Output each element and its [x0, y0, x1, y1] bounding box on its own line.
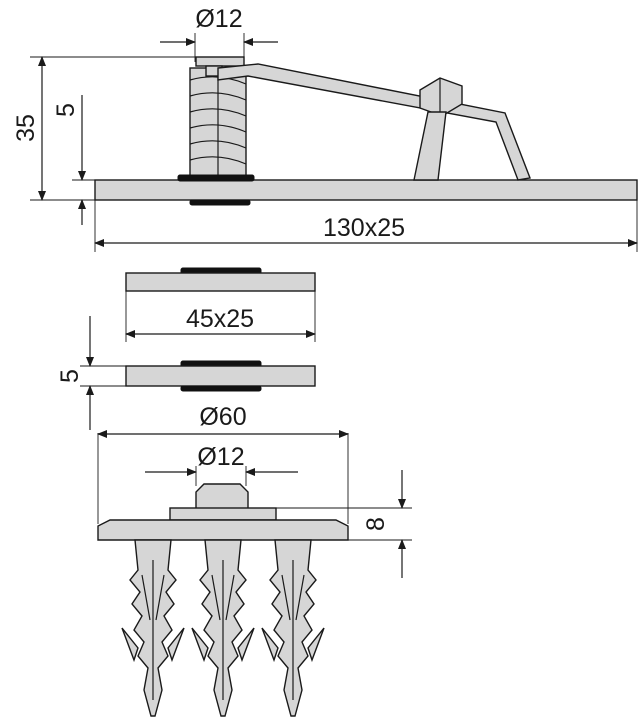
- label-height-total: 35: [12, 114, 40, 142]
- dim-plate-size: 130x25: [94, 200, 638, 252]
- spring-cap: [195, 56, 245, 67]
- rubber-washer-top: [177, 174, 255, 182]
- pad-thickness-view: 5: [56, 316, 316, 430]
- label-washer-diameter: Ø60: [199, 403, 246, 431]
- dim-top-diameter: Ø12: [160, 5, 278, 62]
- label-height-plate: 5: [52, 103, 80, 117]
- dim-height-plate: 5: [52, 95, 95, 225]
- label-pad-thickness: 5: [56, 369, 84, 383]
- dowel-middle: [191, 539, 255, 717]
- top-assembly: Ø12 35 5: [12, 5, 638, 252]
- pad: [125, 272, 316, 292]
- label-pad-size: 45x25: [186, 305, 254, 333]
- washer-knob: [195, 483, 249, 511]
- pad-view: 45x25: [125, 267, 316, 342]
- label-washer-height: 8: [362, 517, 390, 531]
- dowel-left: [121, 539, 185, 717]
- spring: [189, 67, 247, 179]
- base-plate: [94, 179, 638, 201]
- lever-arm: [217, 63, 531, 181]
- washer-view: Ø60 Ø12 8: [97, 403, 412, 717]
- label-plate-size: 130x25: [323, 214, 405, 242]
- washer-disc: [97, 519, 349, 541]
- label-washer-hole: Ø12: [197, 443, 244, 471]
- dim-height-total: 35: [12, 56, 200, 201]
- label-top-diameter: Ø12: [195, 5, 242, 33]
- pad-2: [125, 365, 316, 387]
- bolt-nut: [413, 77, 463, 181]
- dowel-right: [261, 539, 325, 717]
